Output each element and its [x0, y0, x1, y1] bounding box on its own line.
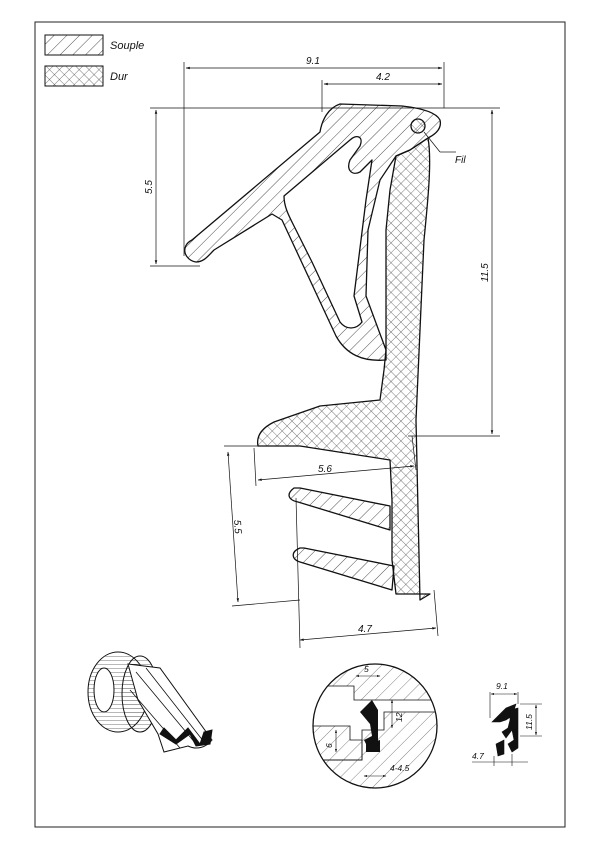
wire-label: Fil	[455, 155, 466, 166]
coil-unrolled-strip	[127, 663, 213, 753]
dim-line-bottom-width	[299, 627, 437, 641]
legend-item-hard: Dur	[44, 65, 129, 87]
installation-detail: 5 12 6 4-4.5	[312, 663, 438, 789]
detail-dim-top-label: 5	[364, 664, 369, 674]
legend-label-soft: Souple	[110, 40, 144, 52]
thumbnail-dim-width-label: 9.1	[496, 681, 508, 691]
dim-line-lower-height	[226, 451, 240, 603]
dim-lower-height-label: 5.5	[231, 519, 243, 534]
detail-dim-left-label: 6	[324, 743, 334, 748]
main-dimension-labels: 9.1 4.2 5.5 11.5 Fil 5.6 5.5 4.7	[144, 56, 491, 635]
detail-circle-outline	[312, 663, 438, 789]
legend: Souple Dur	[44, 34, 144, 87]
dim-left-height-label: 5.5	[144, 180, 155, 194]
reinforcement-wire	[410, 118, 426, 134]
dim-top-width-label: 9.1	[306, 56, 320, 67]
legend-swatch-soft	[44, 34, 104, 56]
hard-core	[256, 137, 431, 601]
wire-leader	[423, 131, 441, 153]
profile-thumbnail: 9.1 11.5 4.7	[472, 681, 542, 766]
detail-seal-profile	[360, 700, 378, 748]
soft-fin-lower	[292, 547, 395, 591]
legend-item-soft: Souple	[44, 34, 144, 56]
thumbnail-dim-height-label: 11.5	[524, 714, 534, 730]
coil-hole	[93, 667, 115, 713]
soft-fin-upper	[288, 487, 391, 531]
dim-bottom-width-label: 4.7	[358, 624, 372, 635]
thumbnail-dim-bottom-label: 4.7	[472, 751, 484, 761]
main-dimensions	[150, 62, 500, 649]
thumbnail-profile	[491, 703, 519, 757]
dim-top-inner-label: 4.2	[376, 72, 390, 83]
coil-profile-end	[159, 727, 213, 747]
legend-label-hard: Dur	[110, 71, 129, 83]
dim-line-mid-width	[257, 465, 415, 481]
lip-cavity	[283, 135, 373, 329]
legend-swatch-hard	[44, 65, 104, 87]
dim-right-height-label: 11.5	[480, 263, 491, 282]
seal-coil-illustration	[87, 651, 213, 753]
detail-dim-right-label: 12	[394, 712, 404, 722]
dim-mid-width-label: 5.6	[318, 464, 332, 475]
main-profile-drawing	[184, 103, 442, 601]
detail-dim-bottom-label: 4-4.5	[390, 763, 410, 773]
page-border	[34, 21, 566, 828]
